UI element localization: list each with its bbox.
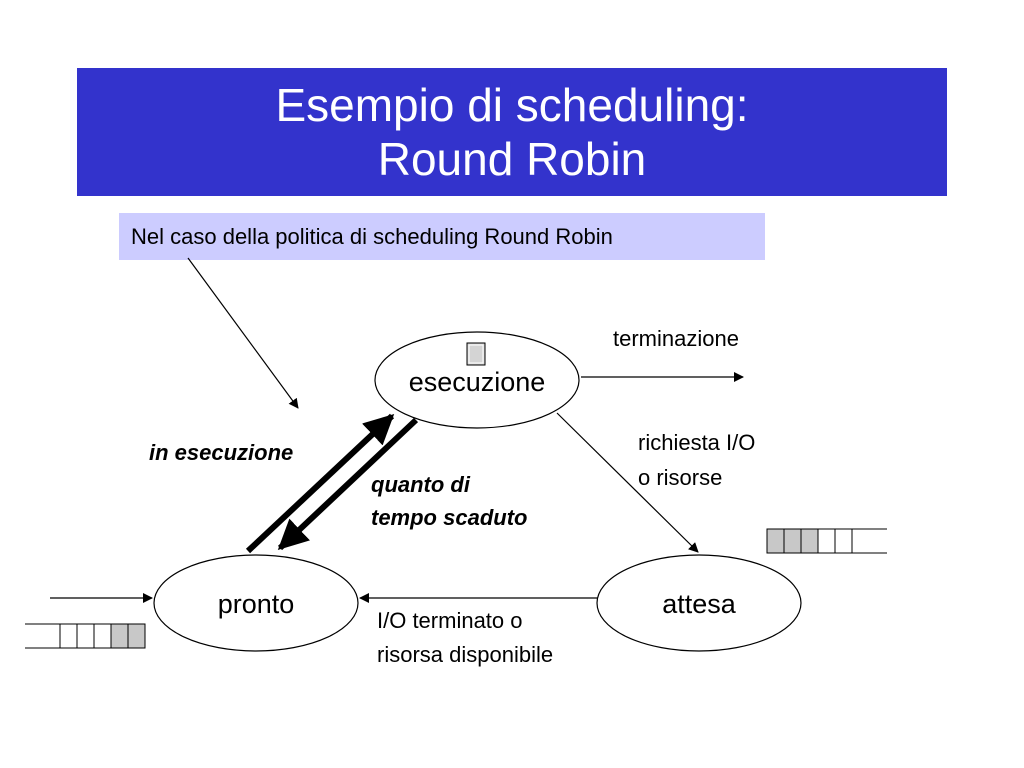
label-quanto-line-1: quanto di [371, 472, 470, 497]
state-esecuzione [374, 331, 580, 429]
callout-pointer-arrow [187, 257, 299, 409]
label-terminazione: terminazione [613, 326, 739, 351]
state-esecuzione-label: esecuzione [408, 367, 546, 397]
label-richiesta-line-1: richiesta I/O [638, 430, 756, 455]
slide-title: Esempio di scheduling: Round Robin [77, 68, 947, 196]
label-quanto-line-2: tempo scaduto [371, 505, 528, 530]
arrow-quanto-scaduto [277, 417, 419, 551]
running-process-box-highlight [468, 344, 484, 364]
state-attesa-label: attesa [662, 589, 736, 619]
ready-queue [25, 623, 146, 649]
running-process-box [466, 342, 486, 366]
label-io-terminato-line-1: I/O terminato o [377, 608, 523, 633]
state-attesa [596, 554, 802, 652]
waiting-queue [766, 528, 887, 554]
state-pronto [153, 554, 359, 652]
label-io-terminato-line-2: risorsa disponibile [377, 642, 554, 667]
label-richiesta-line-2: o risorse [638, 465, 723, 490]
arrow-richiesta [556, 412, 699, 553]
slide-title-line-1: Esempio di scheduling: [275, 79, 749, 131]
slide-title-line-2: Round Robin [377, 133, 647, 185]
label-in-esecuzione: in esecuzione [149, 440, 294, 465]
state-pronto-label: pronto [217, 589, 295, 619]
arrow-in-esecuzione [245, 413, 395, 554]
callout-box: Nel caso della politica di scheduling Ro… [119, 213, 765, 260]
